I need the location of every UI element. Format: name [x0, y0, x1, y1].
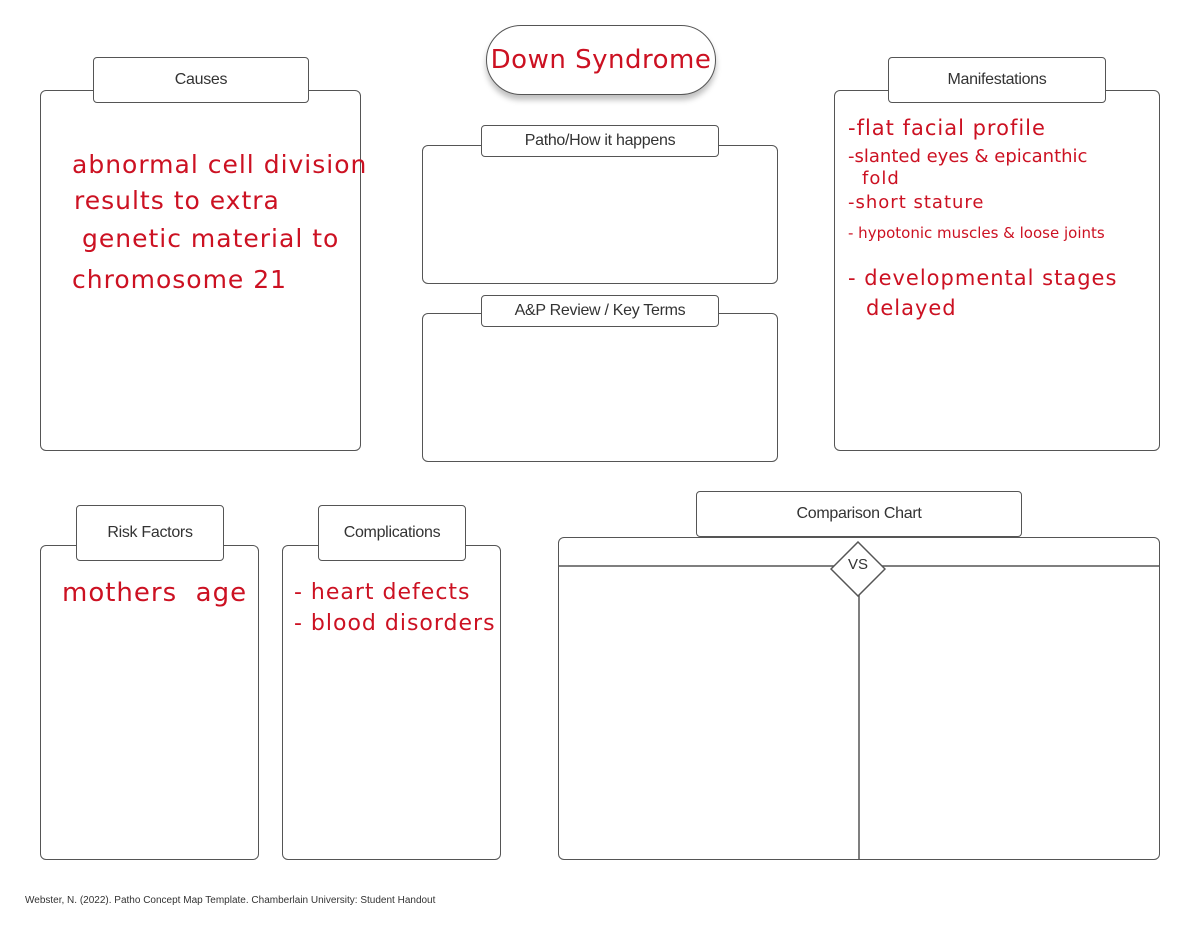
- causes-note-3: genetic material to: [82, 224, 340, 253]
- complications-note-2: - blood disorders: [294, 611, 496, 636]
- risk-factors-note-1: mothers age: [62, 578, 248, 608]
- causes-note-1: abnormal cell division: [72, 150, 368, 179]
- patho-box: [422, 145, 778, 284]
- manifestations-note-4: -short stature: [848, 192, 985, 213]
- comparison-label: Comparison Chart: [696, 491, 1022, 537]
- manifestations-note-3: fold: [862, 168, 900, 189]
- page-title: Down Syndrome: [490, 45, 712, 75]
- risk-factors-box: [40, 545, 259, 860]
- complications-note-1: - heart defects: [294, 580, 471, 605]
- manifestations-note-5: - hypotonic muscles & loose joints: [848, 224, 1105, 242]
- manifestations-label: Manifestations: [888, 57, 1106, 103]
- causes-box: [40, 90, 361, 451]
- manifestations-note-7: delayed: [866, 296, 957, 320]
- causes-note-4: chromosome 21: [72, 265, 288, 294]
- vs-diamond: [830, 541, 886, 597]
- vs-label: VS: [847, 556, 868, 573]
- complications-label: Complications: [318, 505, 466, 561]
- manifestations-note-2: -slanted eyes & epicanthic: [848, 146, 1088, 167]
- footer-citation: Webster, N. (2022). Patho Concept Map Te…: [25, 895, 436, 906]
- risk-factors-label: Risk Factors: [76, 505, 224, 561]
- title-pill: Down Syndrome: [486, 25, 716, 95]
- ap-review-label: A&P Review / Key Terms: [481, 295, 719, 327]
- patho-label: Patho/How it happens: [481, 125, 719, 157]
- manifestations-note-6: - developmental stages: [848, 266, 1118, 290]
- manifestations-note-1: -flat facial profile: [848, 116, 1046, 140]
- causes-label: Causes: [93, 57, 309, 103]
- causes-note-2: results to extra: [74, 186, 280, 215]
